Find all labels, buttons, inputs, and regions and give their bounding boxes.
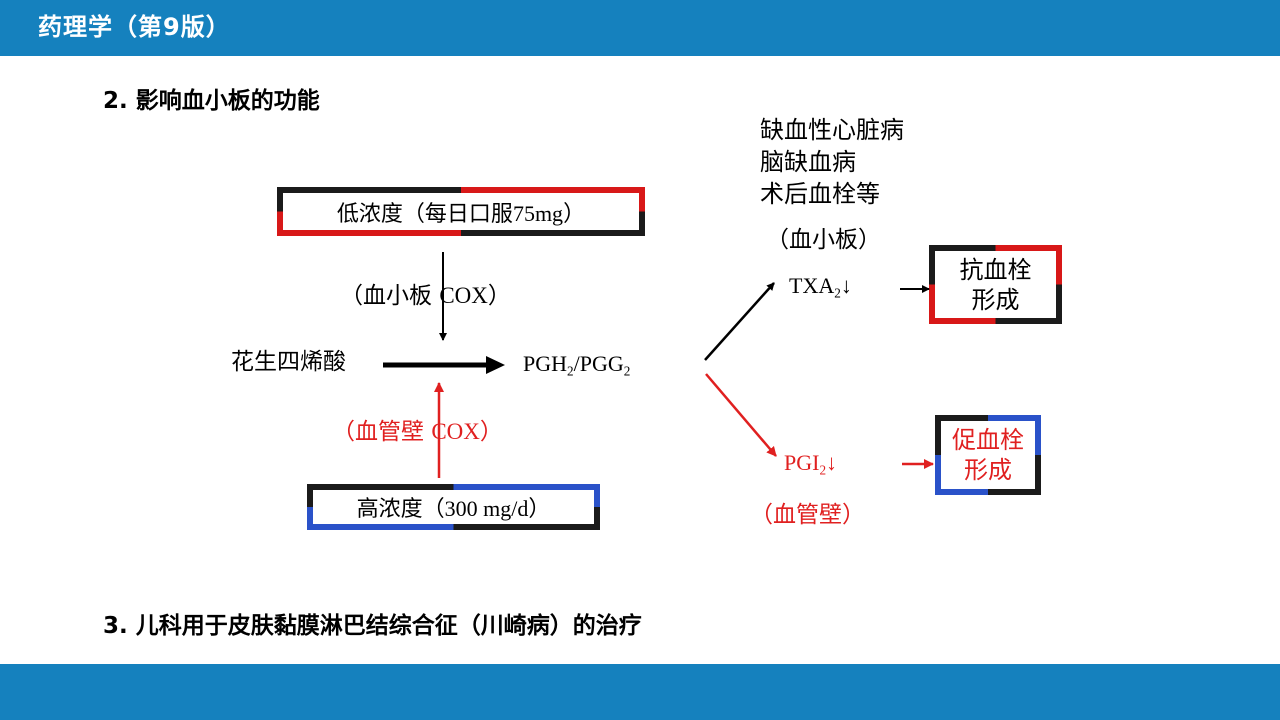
footer-bar <box>0 664 1280 720</box>
low-dose-box: 低浓度（每日口服75mg） <box>277 187 645 236</box>
txa2-label: TXA2↓ <box>789 273 852 301</box>
pgi-down-arrow: ↓ <box>826 450 838 475</box>
antithrombotic-box: 抗血栓 形成 <box>929 245 1062 324</box>
pgh-subscript: 2 <box>567 363 574 379</box>
section-3-heading: 3. 儿科用于皮肤黏膜淋巴结综合征（川崎病）的治疗 <box>103 613 642 639</box>
disease-3: 术后血栓等 <box>760 180 880 208</box>
vessel-cox-suffix: ） <box>479 419 503 445</box>
antithrombotic-line-1: 抗血栓 <box>959 255 1032 284</box>
high-dose-prefix: 高浓度（ <box>356 497 445 522</box>
vessel-wall-label: （血管壁） <box>750 502 865 528</box>
vessel-cox-prefix: （血管壁 <box>332 419 432 445</box>
high-dose-amount: 300 mg/d <box>444 496 529 521</box>
prothrombotic-line-2: 形成 <box>964 456 1012 484</box>
prothrombotic-line-1: 促血栓 <box>952 426 1024 454</box>
high-dose-box: 高浓度（300 mg/d） <box>307 484 600 530</box>
platelet-cox-suffix: ） <box>487 283 511 309</box>
txa-name: TXA <box>789 273 835 298</box>
platelet-cox-prefix: （血小板 <box>340 283 440 309</box>
book-title: 药理学（第9版） <box>38 13 231 41</box>
header-bar: 药理学（第9版） <box>0 0 1280 56</box>
low-dose-prefix: 低浓度（每日口服 <box>336 201 513 227</box>
pgh-label: PGH <box>523 351 568 376</box>
platelet-label: （血小板） <box>766 227 881 253</box>
pgi-diagonal-arrow <box>705 373 777 457</box>
section-2-heading: 2. 影响血小板的功能 <box>103 88 320 114</box>
low-dose-amount: 75mg <box>512 200 564 226</box>
pgg-label: /PGG <box>573 351 624 376</box>
pgi2-label: PGI2↓ <box>784 450 838 478</box>
txa-subscript: 2 <box>834 285 841 301</box>
arachidonic-acid: 花生四烯酸 <box>231 349 346 375</box>
disease-2: 脑缺血病 <box>760 148 856 176</box>
pgg-subscript: 2 <box>623 363 631 379</box>
platelet-cox-enzyme: COX <box>439 283 488 308</box>
txa-diagonal-arrow <box>704 282 775 361</box>
txa-down-arrow: ↓ <box>840 273 852 298</box>
prothrombotic-box: 促血栓 形成 <box>935 415 1041 495</box>
antithrombotic-line-2: 形成 <box>971 285 1020 314</box>
high-dose-suffix: ） <box>528 497 551 522</box>
platelet-cox-label: （血小板 COX） <box>340 282 511 311</box>
pgi-name: PGI <box>784 450 820 475</box>
pgh2-pgg2: PGH2/PGG2 <box>523 351 631 379</box>
main-conversion-arrowhead <box>486 356 505 374</box>
pgi-subscript: 2 <box>819 462 827 478</box>
disease-1: 缺血性心脏病 <box>760 116 904 144</box>
low-dose-suffix: ） <box>563 201 586 227</box>
